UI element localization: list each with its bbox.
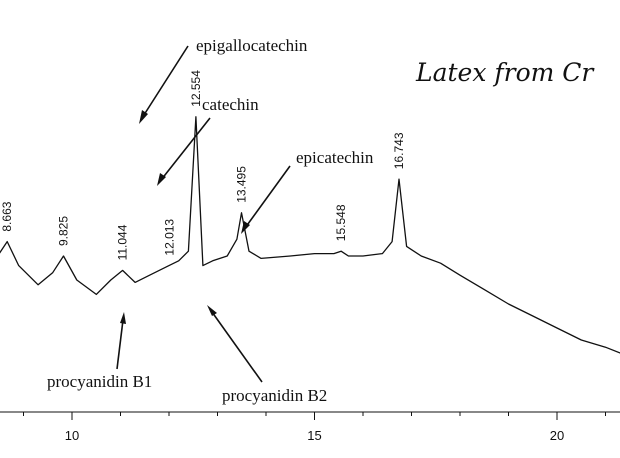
arrowhead-catechin — [157, 173, 166, 186]
chromatogram-trace — [0, 116, 620, 354]
arrowhead-procyanidin-b1 — [120, 312, 126, 324]
arrow-procyanidin-b2 — [211, 311, 263, 383]
annotation-catechin: catechin — [202, 95, 259, 114]
peak-label: 12.013 — [163, 219, 177, 256]
trace-layer — [0, 116, 620, 354]
peak-label: 13.495 — [235, 166, 249, 203]
arrowhead-epigallocatechin — [139, 110, 148, 124]
peak-label: 16.743 — [392, 132, 406, 169]
annotation-procyanidin-b1: procyanidin B1 — [47, 372, 152, 391]
peak-label: 12.554 — [189, 70, 203, 107]
annotation-epigallocatechin: epigallocatechin — [196, 36, 308, 55]
peak-label: 9.825 — [57, 216, 71, 246]
arrow-procyanidin-b1 — [116, 319, 124, 370]
x-axis: 1015202530 — [0, 411, 620, 443]
peak-label: 8.663 — [0, 201, 14, 231]
arrowhead-procyanidin-b2 — [207, 305, 217, 316]
x-tick-label: 15 — [307, 428, 321, 443]
peak-labels: 8.663 9.825 11.044 12.013 12.554 13.495 15.548… — [0, 70, 406, 261]
arrow-catechin — [160, 117, 211, 181]
annotation-epicatechin: epicatechin — [296, 148, 374, 167]
peak-label: 15.548 — [334, 204, 348, 241]
caption-text: Latex from Cr — [416, 58, 594, 87]
peak-label: 11.044 — [116, 224, 130, 260]
arrow-epicatechin — [244, 165, 291, 229]
annotation-procyanidin-b2: procyanidin B2 — [222, 386, 327, 405]
arrowhead-epicatechin — [241, 221, 250, 234]
arrow-epigallocatechin — [141, 45, 189, 119]
x-tick-label: 20 — [550, 428, 564, 443]
x-tick-label: 10 — [65, 428, 79, 443]
compound-annotations: epigallocatechin catechin epicatechin pr… — [47, 36, 374, 405]
